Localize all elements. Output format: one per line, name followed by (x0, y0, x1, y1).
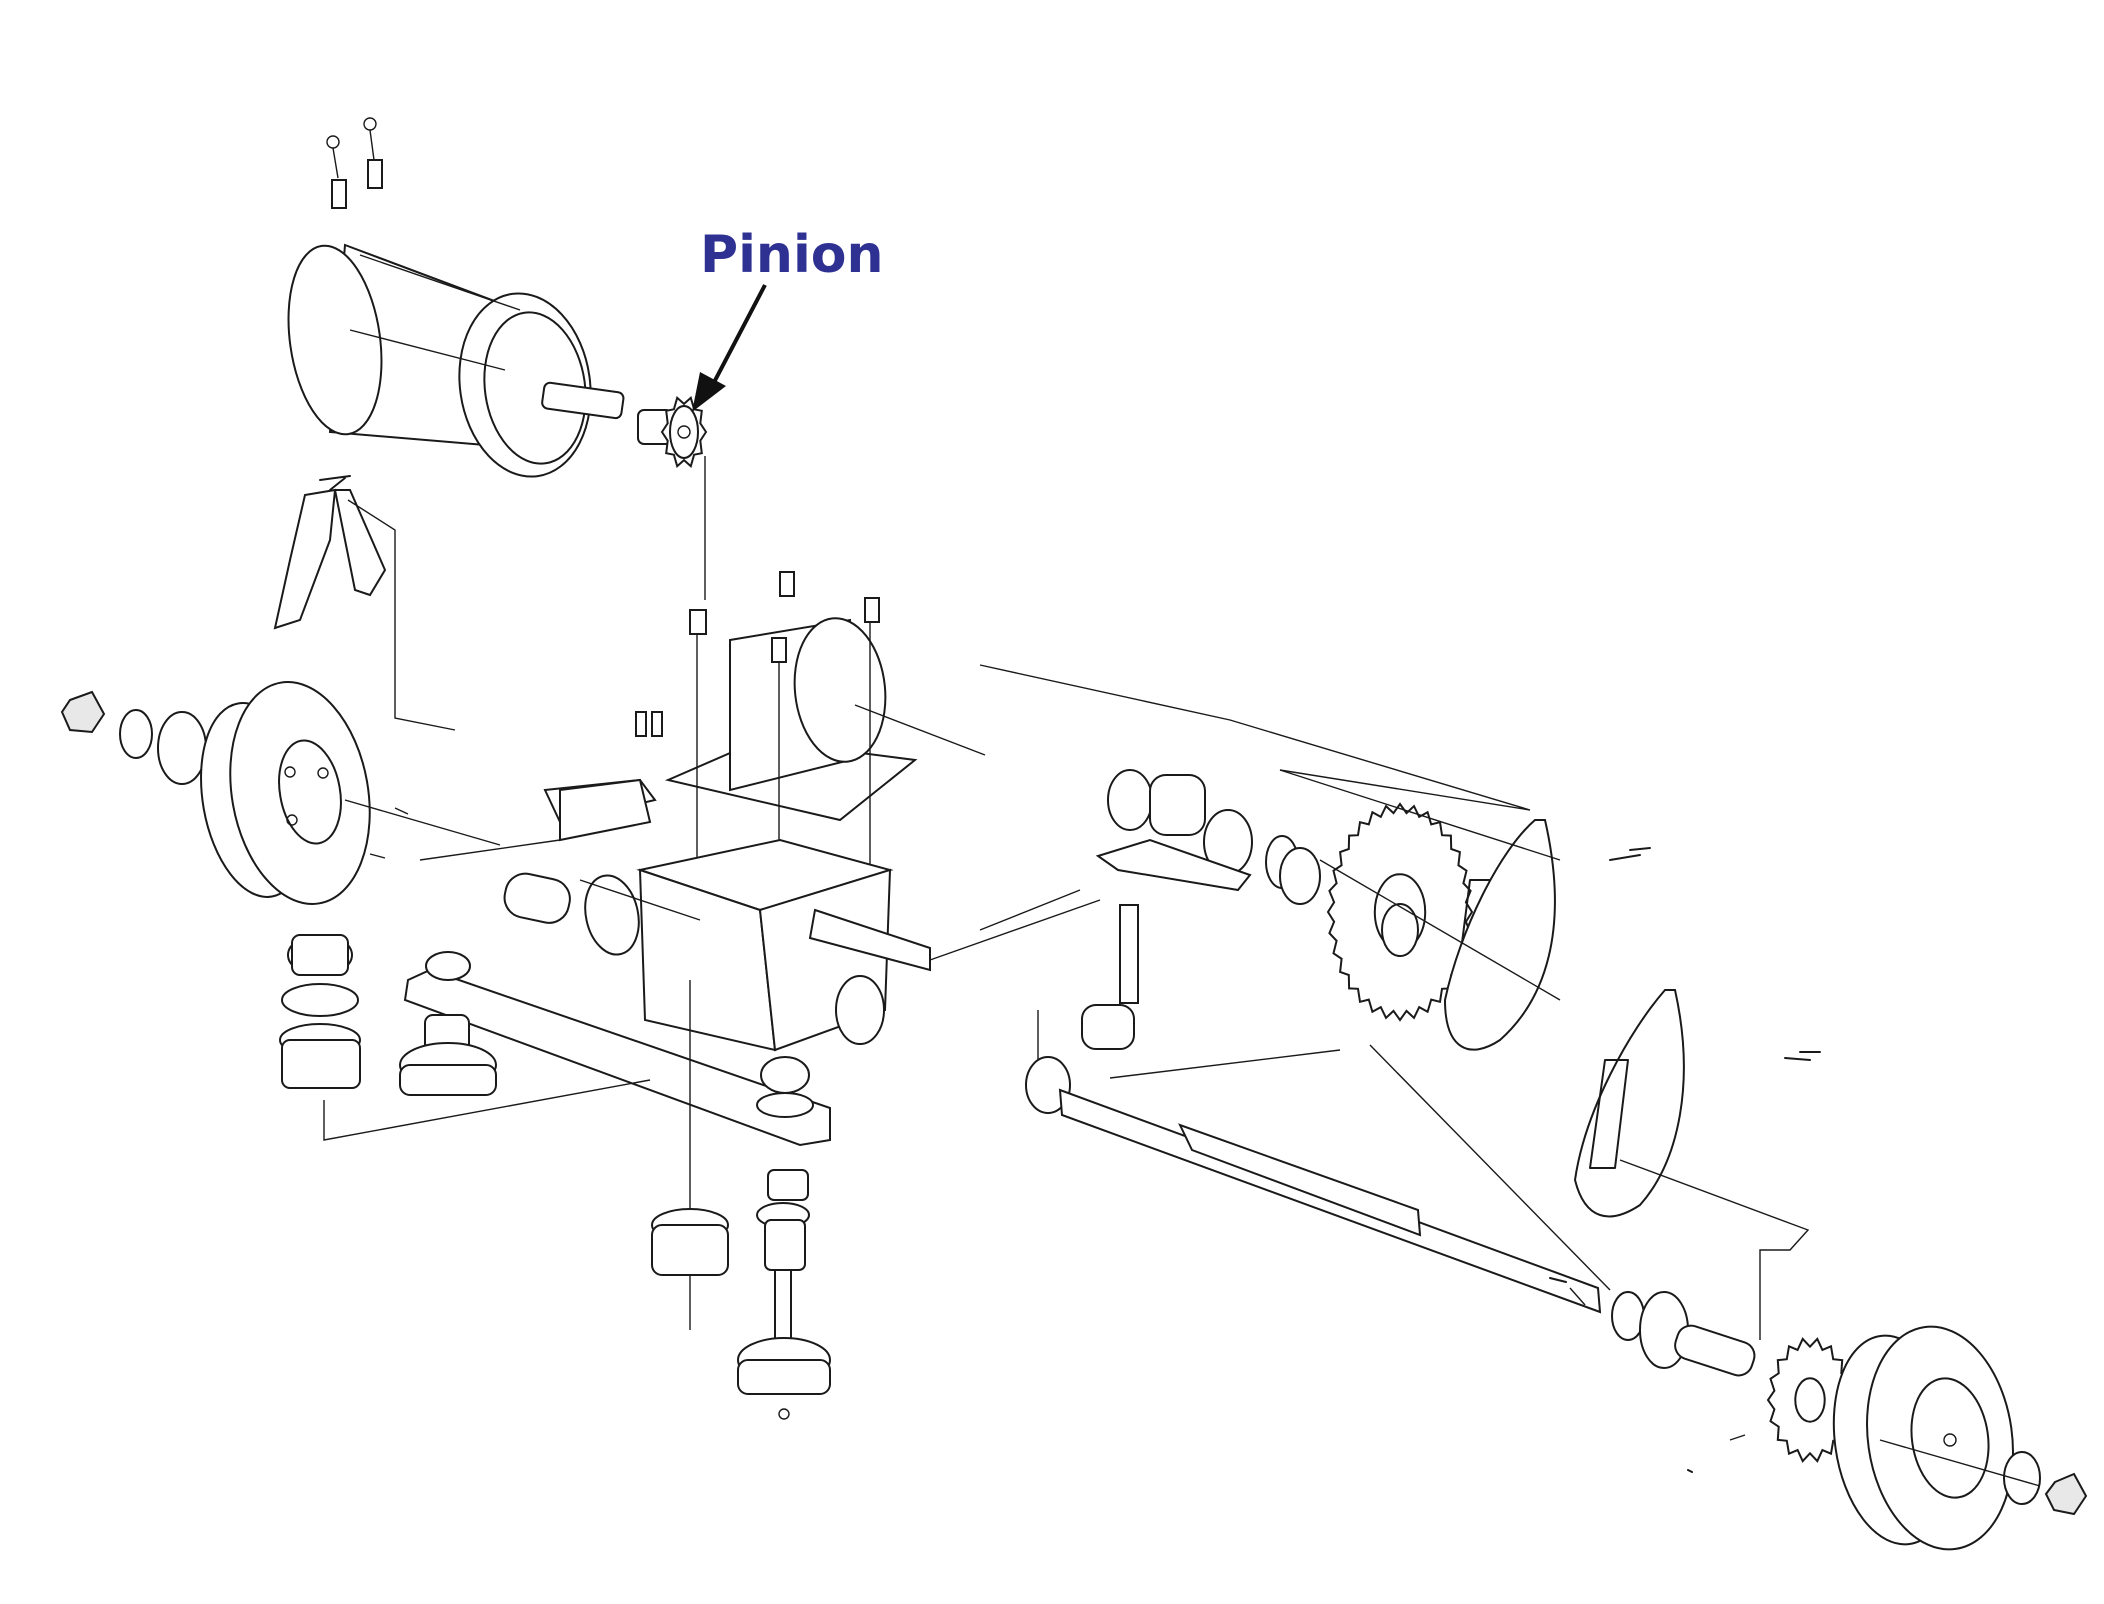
rear-axle (1058, 1044, 1756, 1377)
pinion-arrow-line (708, 284, 767, 391)
rear-sprocket (1766, 1337, 1854, 1463)
left-brake-drum (60, 681, 501, 905)
main-gearbox (419, 778, 1101, 1052)
pinion-gear (637, 395, 708, 469)
front-caster-assembly (279, 934, 831, 1420)
motor-mount-housing (635, 571, 986, 880)
right-brake-drum (1729, 1325, 2088, 1551)
pinion-arrow-head (692, 372, 726, 412)
brake-lever (273, 475, 456, 731)
small-hardware (1549, 1277, 1693, 1473)
electric-motor (287, 243, 625, 478)
motor-brushes (326, 117, 383, 209)
pinion-callout: Pinion (692, 225, 884, 412)
pinion-label: Pinion (700, 225, 884, 285)
steering-linkage (979, 769, 1341, 1114)
upper-sprocket-chain (1279, 769, 1651, 1051)
lower-chain (979, 664, 1821, 1340)
